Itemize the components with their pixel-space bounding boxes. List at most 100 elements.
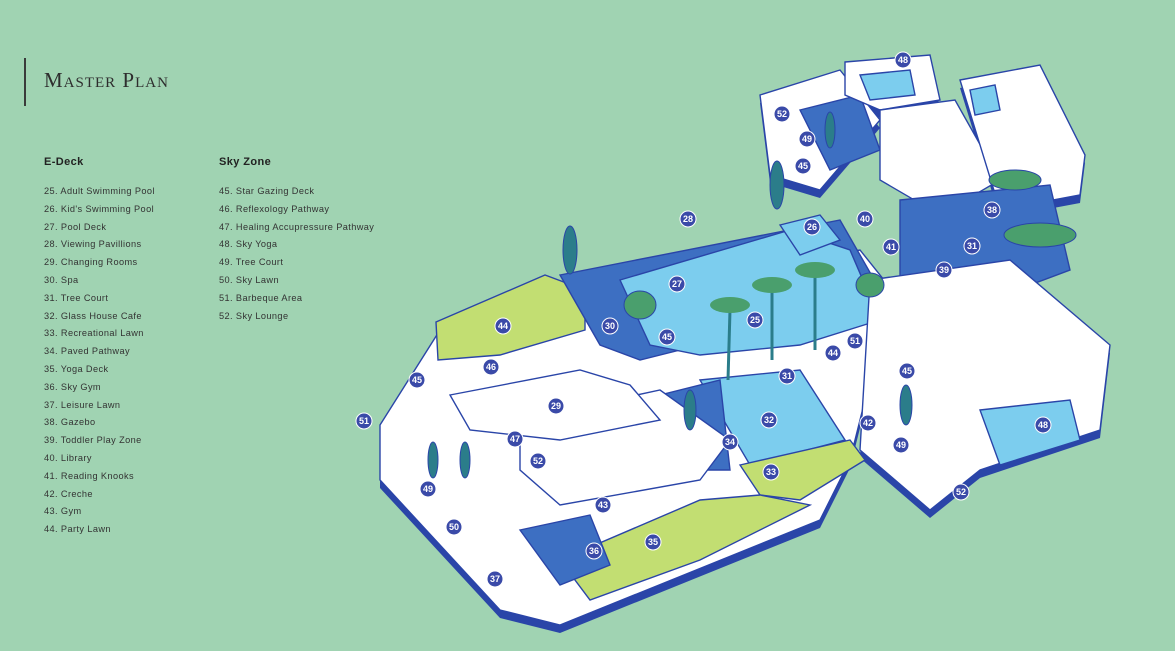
marker-label: 45 [662,332,672,342]
map-marker: 45 [794,157,812,175]
marker-circle [601,317,619,335]
legend-item: 28. Viewing Pavillions [44,239,142,250]
marker-circle [1034,416,1052,434]
marker-circle [547,397,565,415]
marker-circle [935,261,953,279]
marker-label: 38 [987,205,997,215]
tree-icon [683,389,697,431]
map-marker: 43 [594,496,612,514]
legend-item: 29. Changing Rooms [44,257,138,268]
map-marker: 47 [506,430,524,448]
legend-item: 36. Sky Gym [44,381,101,392]
legend-item: 43. Gym [44,506,82,517]
legend-item: 52. Sky Lounge [219,310,289,321]
map-marker: 34 [721,433,739,451]
marker-label: 33 [766,467,776,477]
marker-label: 28 [683,214,693,224]
marker-circle [963,237,981,255]
marker-circle [794,157,812,175]
map-marker: 37 [486,570,504,588]
marker-circle [355,412,373,430]
marker-label: 31 [967,241,977,251]
marker-label: 49 [423,484,433,494]
marker-label: 45 [798,161,808,171]
tree-icon [899,384,913,426]
legend-item: 32. Glass House Cafe [44,310,142,321]
party-lawn [435,274,586,361]
tower-top-right [859,64,1111,511]
marker-circle [760,411,778,429]
marker-circle [983,201,1001,219]
tree-icon [824,111,836,149]
map-marker: 25 [746,311,764,329]
marker-label: 46 [486,362,496,372]
tower-top-center [759,54,1001,216]
marker-circle [506,430,524,448]
marker-circle [482,358,500,376]
marker-circle [486,570,504,588]
map-marker: 36 [585,542,603,560]
map-marker: 26 [803,218,821,236]
marker-circle [803,218,821,236]
marker-label: 31 [782,371,792,381]
legend-item: 33. Recreational Lawn [44,328,144,339]
marker-circle [408,371,426,389]
map-marker: 35 [644,533,662,551]
trees [427,111,1077,479]
marker-label: 52 [533,456,543,466]
map-marker: 49 [419,480,437,498]
legend-item: 35. Yoga Deck [44,363,109,374]
marker-label: 51 [359,416,369,426]
marker-circle [824,344,842,362]
map-marker: 38 [983,201,1001,219]
marker-label: 44 [498,321,508,331]
legend-item: 34. Paved Pathway [44,346,130,357]
marker-circle [658,328,676,346]
marker-label: 41 [886,242,896,252]
marker-circle [529,452,547,470]
map-marker: 31 [963,237,981,255]
marker-label: 30 [605,321,615,331]
map-marker: 46 [482,358,500,376]
palms [726,275,817,381]
legend-item: 49. Tree Court [219,257,284,268]
map-marker: 44 [494,317,512,335]
legend-item: 42. Creche [44,488,93,499]
recreational-lawn [738,439,867,501]
marker-label: 26 [807,222,817,232]
marker-circle [952,483,970,501]
map-marker: 45 [898,362,916,380]
map-marker: 45 [408,371,426,389]
map-marker: 49 [892,436,910,454]
tree-icon [562,225,578,275]
marker-label: 43 [598,500,608,510]
legend-skyzone: Sky Zone 45. Star Gazing Deck 46. Reflex… [219,154,374,325]
legend-edeck-list: 25. Adult Swimming Pool 26. Kid's Swimmi… [44,183,155,539]
tree-icon [988,169,1042,191]
marker-label: 51 [850,336,860,346]
marker-label: 48 [1038,420,1048,430]
legend-edeck-heading: E-Deck [44,156,84,168]
legend-item: 44. Party Lawn [44,524,111,535]
map-marker: 52 [952,483,970,501]
tree-icon [427,441,439,479]
marker-label: 39 [939,265,949,275]
marker-circle [594,496,612,514]
marker-label: 35 [648,537,658,547]
marker-circle [644,533,662,551]
legend-item: 39. Toddler Play Zone [44,435,142,446]
map-marker: 48 [894,51,912,69]
marker-circle [494,317,512,335]
marker-circle [846,332,864,350]
marker-circle [859,414,877,432]
marker-circle [892,436,910,454]
marker-label: 47 [510,434,520,444]
marker-circle [798,130,816,148]
marker-circle [668,275,686,293]
legend-item: 25. Adult Swimming Pool [44,186,155,196]
marker-label: 25 [750,315,760,325]
legend-item: 26. Kid's Swimming Pool [44,203,155,214]
map-marker: 48 [1034,416,1052,434]
